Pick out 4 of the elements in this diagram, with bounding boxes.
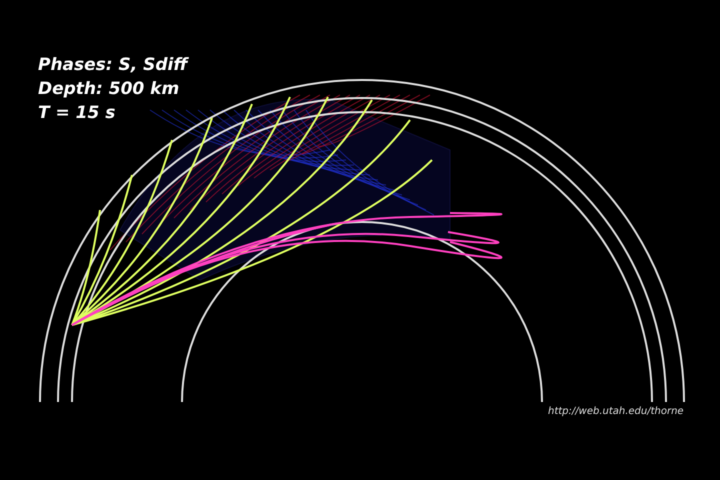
parameter-text: Depth: 500 km — [38, 79, 180, 99]
source-url: http://web.utah.edu/thorne — [548, 406, 684, 417]
parameter-text: Phases: S, Sdiff — [38, 55, 188, 75]
parameter-text: T = 15 s — [38, 103, 116, 123]
